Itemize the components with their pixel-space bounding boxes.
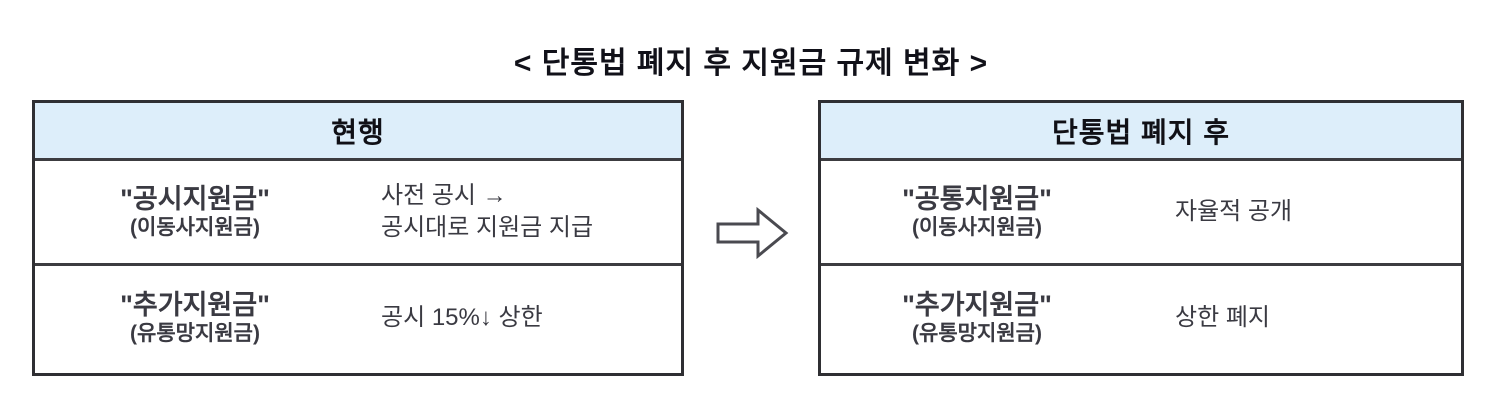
table-current-header-label: 현행 [331, 116, 385, 148]
term-sub-label: (유통망지원금) [912, 322, 1042, 346]
table-current-row0-description: 사전 공시 → 공시대로 지원금 지급 [381, 181, 594, 241]
table-row: "공시지원금" (이동사지원금) 사전 공시 → 공시대로 지원금 지급 [35, 161, 681, 266]
term-sub-label: (이동사지원금) [912, 215, 1042, 239]
table-after-repeal-row1-term: "추가지원금" (유통망지원금) [821, 290, 1133, 347]
table-current-row1-description: 공시 15%↓ 상한 [381, 304, 543, 332]
term-main-label: "공시지원금" [120, 183, 270, 214]
table-current: 현행 "공시지원금" (이동사지원금) 사전 공시 → 공시대로 지원금 지급 … [32, 100, 684, 376]
table-row: "공통지원금" (이동사지원금) 자율적 공개 [821, 161, 1461, 266]
table-row: "추가지원금" (유통망지원금) 공시 15%↓ 상한 [35, 266, 681, 371]
right-block-arrow-icon [714, 204, 790, 262]
term-sub-label: (유통망지원금) [130, 322, 260, 346]
term-main-label: "추가지원금" [902, 290, 1052, 320]
table-current-row0-term: "공시지원금" (이동사지원금) [35, 184, 355, 241]
page-title: < 단통법 폐지 후 지원금 규제 변화 > [513, 47, 989, 80]
table-row: "추가지원금" (유통망지원금) 상한 폐지 [821, 266, 1461, 371]
table-after-repeal-row0-term: "공통지원금" (이동사지원금) [821, 184, 1133, 241]
table-current-header: 현행 [35, 103, 681, 161]
table-after-repeal-header-label: 단통법 폐지 후 [1051, 116, 1231, 148]
table-after-repeal-header: 단통법 폐지 후 [821, 103, 1461, 161]
term-main-label: "공통지원금" [902, 183, 1052, 214]
table-after-repeal-row1-description: 상한 폐지 [1175, 304, 1270, 332]
term-main-label: "추가지원금" [120, 290, 270, 320]
table-after-repeal: 단통법 폐지 후 "공통지원금" (이동사지원금) 자율적 공개 "추가지원금"… [818, 100, 1464, 376]
term-sub-label: (이동사지원금) [130, 215, 260, 239]
table-current-row1-term: "추가지원금" (유통망지원금) [35, 290, 355, 347]
table-after-repeal-row0-description: 자율적 공개 [1175, 197, 1293, 225]
